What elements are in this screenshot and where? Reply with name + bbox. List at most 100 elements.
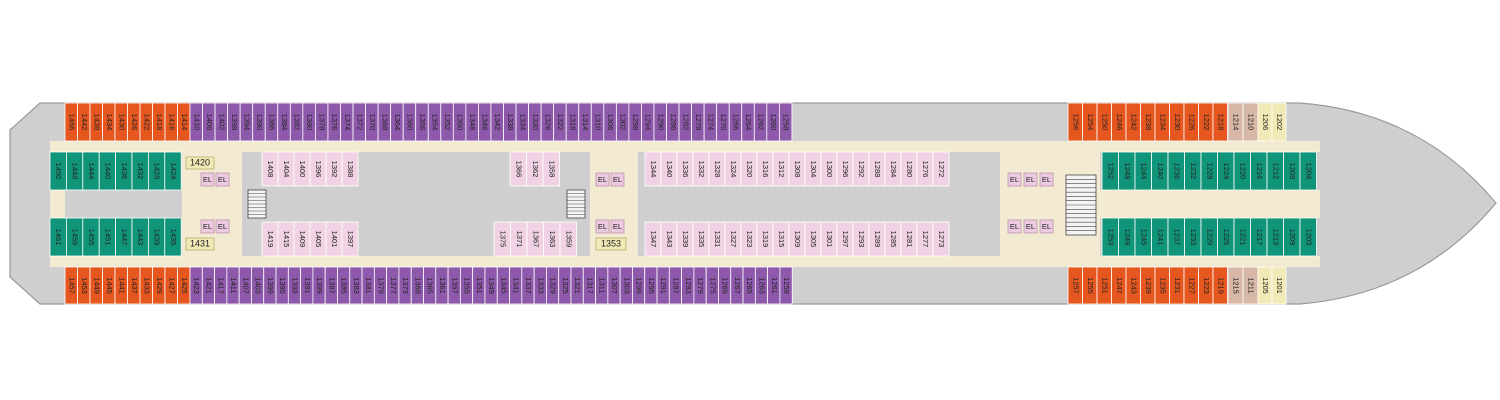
- cabin-1231[interactable]: 1231: [1169, 266, 1185, 305]
- cabin-1264[interactable]: 1264: [741, 102, 755, 142]
- cabin-1307[interactable]: 1307: [607, 266, 621, 305]
- elevator-box[interactable]: [1007, 219, 1022, 234]
- cabin-1338[interactable]: 1338: [503, 102, 517, 142]
- cabin-1445[interactable]: 1445: [102, 266, 116, 305]
- cabin-1354[interactable]: 1354: [427, 102, 442, 142]
- cabin-1427[interactable]: 1427: [164, 266, 178, 305]
- elevator[interactable]: EL: [1039, 172, 1054, 187]
- cabin-1203[interactable]: 1203: [1299, 217, 1317, 257]
- cabin-box[interactable]: [1271, 102, 1287, 142]
- cabin-1233[interactable]: 1233: [1184, 217, 1202, 257]
- cabin-1329[interactable]: 1329: [546, 266, 560, 305]
- cabin-1265[interactable]: 1265: [742, 266, 756, 305]
- cabin-box[interactable]: [341, 151, 359, 187]
- cabin-1206[interactable]: 1206: [1257, 102, 1273, 142]
- cabin-1360[interactable]: 1360: [402, 102, 417, 142]
- cabin-1316[interactable]: 1316: [756, 151, 774, 187]
- cabin-1340[interactable]: 1340: [660, 151, 678, 187]
- cabin-1374[interactable]: 1374: [340, 102, 354, 142]
- cabin-1378[interactable]: 1378: [314, 102, 329, 142]
- cabin-1220[interactable]: 1220: [1233, 151, 1251, 191]
- cabin-1366[interactable]: 1366: [509, 151, 527, 187]
- cabin-1275[interactable]: 1275: [705, 266, 719, 305]
- cabin-1270[interactable]: 1270: [716, 102, 730, 142]
- cabin-1304[interactable]: 1304: [804, 151, 822, 187]
- cabin-1318[interactable]: 1318: [565, 102, 580, 142]
- cabin-1248[interactable]: 1248: [1118, 151, 1136, 191]
- cabin-1405[interactable]: 1405: [309, 221, 327, 257]
- cabin-1381[interactable]: 1381: [361, 266, 375, 305]
- cabin-1415[interactable]: 1415: [277, 221, 295, 257]
- elevator[interactable]: EL: [610, 172, 625, 187]
- cabin-1330[interactable]: 1330: [528, 102, 542, 142]
- cabin-1241[interactable]: 1241: [1151, 217, 1169, 257]
- cabin-1345[interactable]: 1345: [496, 266, 510, 305]
- cabin-1369[interactable]: 1369: [410, 266, 424, 305]
- cabin-1223[interactable]: 1223: [1198, 266, 1214, 305]
- cabin-1276[interactable]: 1276: [916, 151, 934, 187]
- cabin-1372[interactable]: 1372: [352, 102, 366, 142]
- cabin-1335[interactable]: 1335: [692, 221, 710, 257]
- cabin-box[interactable]: [164, 217, 182, 257]
- cabin-1247[interactable]: 1247: [1111, 266, 1127, 305]
- cabin-1362[interactable]: 1362: [526, 151, 544, 187]
- cabin-1450[interactable]: 1450: [49, 151, 67, 191]
- cabin-1439[interactable]: 1439: [147, 217, 166, 257]
- cabin-1359[interactable]: 1359: [559, 221, 577, 257]
- cabin-1281[interactable]: 1281: [900, 221, 918, 257]
- cabin-1358[interactable]: 1358: [542, 151, 560, 187]
- cabin-1262[interactable]: 1262: [753, 102, 768, 142]
- cabin-1249[interactable]: 1249: [1118, 217, 1136, 257]
- cabin-1438[interactable]: 1438: [89, 102, 103, 142]
- cabin-1269[interactable]: 1269: [718, 266, 732, 305]
- cabin-1383[interactable]: 1383: [349, 266, 363, 305]
- cabin-1237[interactable]: 1237: [1167, 217, 1185, 257]
- cabin-1396[interactable]: 1396: [309, 151, 327, 187]
- cabin-1432[interactable]: 1432: [131, 151, 149, 191]
- cabin-1222[interactable]: 1222: [1198, 102, 1214, 142]
- cabin-box[interactable]: [778, 102, 793, 142]
- cabin-1353[interactable]: 1353: [595, 237, 627, 251]
- cabin-1252[interactable]: 1252: [1101, 151, 1119, 191]
- cabin-1282[interactable]: 1282: [678, 102, 692, 142]
- cabin-1349[interactable]: 1349: [484, 266, 498, 305]
- cabin-1257[interactable]: 1257: [1067, 266, 1083, 305]
- cabin-1242[interactable]: 1242: [1125, 102, 1141, 142]
- cabin-1351[interactable]: 1351: [472, 266, 486, 305]
- cabin-1341[interactable]: 1341: [509, 266, 523, 305]
- cabin-box[interactable]: [164, 151, 182, 191]
- cabin-1246[interactable]: 1246: [1111, 102, 1127, 142]
- cabin-1227[interactable]: 1227: [1183, 266, 1199, 305]
- elevator-box[interactable]: [595, 172, 610, 187]
- elevator-box[interactable]: [610, 219, 625, 234]
- cabin-1272[interactable]: 1272: [932, 151, 950, 187]
- cabin-1457[interactable]: 1457: [64, 266, 78, 305]
- cabin-1348[interactable]: 1348: [465, 102, 479, 142]
- cabin-1321[interactable]: 1321: [570, 266, 584, 305]
- cabin-1319[interactable]: 1319: [756, 221, 774, 257]
- cabin-1311[interactable]: 1311: [595, 266, 609, 305]
- cabin-1245[interactable]: 1245: [1134, 217, 1152, 257]
- cabin-box[interactable]: [1271, 266, 1287, 305]
- cabin-1385[interactable]: 1385: [337, 266, 351, 305]
- cabin-1226[interactable]: 1226: [1183, 102, 1199, 142]
- cabin-1342[interactable]: 1342: [490, 102, 504, 142]
- cabin-1212[interactable]: 1212: [1266, 151, 1284, 191]
- cabin-1292[interactable]: 1292: [852, 151, 870, 187]
- cabin-1290[interactable]: 1290: [653, 102, 667, 142]
- cabin-1306[interactable]: 1306: [603, 102, 617, 142]
- cabin-1315[interactable]: 1315: [772, 221, 790, 257]
- cabin-1301[interactable]: 1301: [820, 221, 838, 257]
- cabin-1466[interactable]: 1466: [64, 102, 78, 142]
- cabin-1280[interactable]: 1280: [900, 151, 918, 187]
- cabin-1211[interactable]: 1211: [1242, 266, 1259, 305]
- cabin-1308[interactable]: 1308: [788, 151, 806, 187]
- cabin-1323[interactable]: 1323: [740, 221, 758, 257]
- cabin-1327[interactable]: 1327: [724, 221, 742, 257]
- cabin-1449[interactable]: 1449: [89, 266, 103, 305]
- elevator-box[interactable]: [1039, 172, 1054, 187]
- cabin-1430[interactable]: 1430: [114, 102, 128, 142]
- cabin-1238[interactable]: 1238: [1140, 102, 1156, 142]
- cabin-1324[interactable]: 1324: [724, 151, 742, 187]
- elevator-box[interactable]: [610, 172, 625, 187]
